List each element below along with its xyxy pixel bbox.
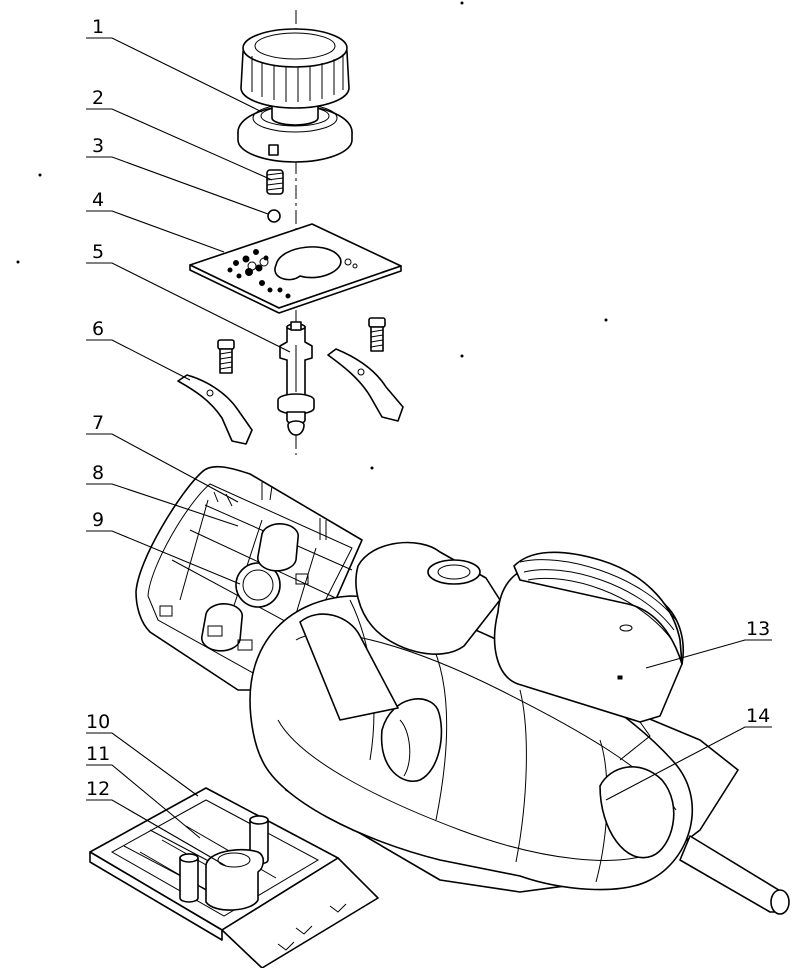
callout-8: 8 [92, 462, 104, 484]
callout-9: 9 [92, 509, 104, 531]
screw-right [369, 318, 385, 351]
callout-13: 13 [746, 618, 770, 640]
part-spring [267, 170, 283, 194]
callout-7: 7 [92, 412, 104, 434]
callout-2: 2 [92, 87, 104, 109]
callout-3: 3 [92, 135, 104, 157]
part-shaft [278, 322, 314, 435]
callout-10: 10 [86, 711, 110, 733]
callout-6: 6 [92, 318, 104, 340]
part-knob [238, 29, 352, 162]
callout-14: 14 [746, 705, 770, 727]
screw-left [218, 340, 234, 373]
part-ball [268, 210, 280, 222]
callout-4: 4 [92, 189, 104, 211]
callout-11: 11 [86, 743, 110, 765]
part-plate [190, 224, 401, 313]
callout-1: 1 [92, 16, 104, 38]
callout-5: 5 [92, 241, 104, 263]
callout-12: 12 [86, 778, 110, 800]
